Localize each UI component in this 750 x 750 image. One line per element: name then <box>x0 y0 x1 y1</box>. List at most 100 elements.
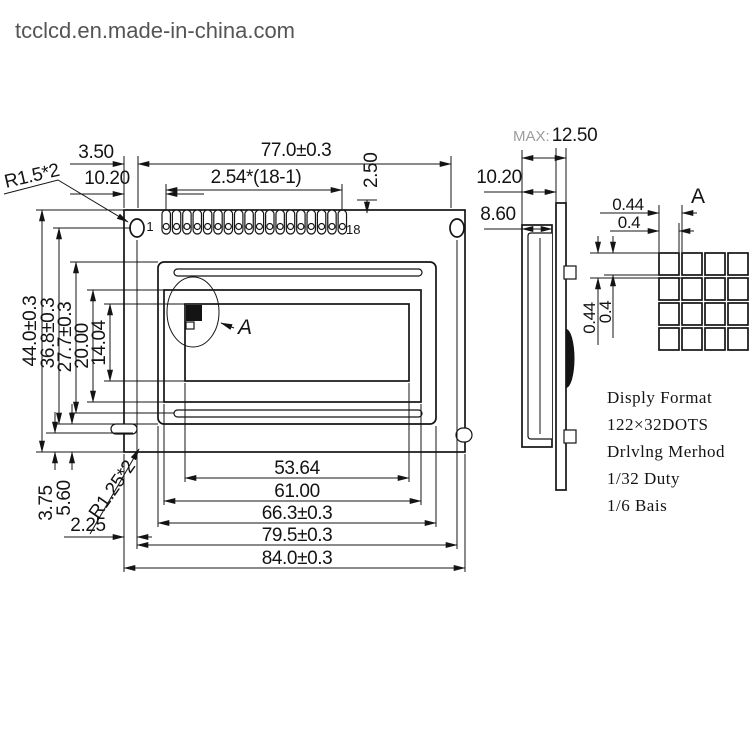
detail-callout-circle <box>166 276 220 348</box>
dim-notch-375: 3.75 <box>36 485 57 520</box>
dimension-line <box>36 209 185 453</box>
pin-hole <box>318 222 326 231</box>
active-area <box>184 303 410 382</box>
pin-pad <box>285 209 296 235</box>
pin-hole <box>162 222 170 231</box>
pin-hole <box>193 222 201 231</box>
detail-pixel-black <box>186 305 202 321</box>
dim-width-61: 61.00 <box>274 481 320 502</box>
dim-dot-pitch-v: 0.44 <box>580 302 599 334</box>
mounting-hole-right <box>449 218 465 238</box>
pin-pad <box>223 209 234 235</box>
pin-hole <box>307 222 315 231</box>
pixel-dot <box>658 327 680 351</box>
pixel-dot <box>727 277 749 301</box>
pin-header-pads <box>161 209 348 235</box>
pin-pad <box>233 209 244 235</box>
dim-hole-radius: R1.5*2 <box>2 160 61 193</box>
dim-hole-edge-225: 2.25 <box>70 515 105 536</box>
pixel-dot <box>681 277 703 301</box>
pixel-dot-grid <box>658 252 749 351</box>
dim-width-84: 84.0±0.3 <box>262 548 333 569</box>
dim-width-5364: 53.64 <box>274 458 320 479</box>
dim-height-20: 20.00 <box>72 323 93 369</box>
pin-number-first: 1 <box>146 219 153 234</box>
pin-hole <box>224 222 232 231</box>
pin-hole <box>276 222 284 231</box>
dim-width-795: 79.5±0.3 <box>262 525 333 546</box>
pixel-dot <box>704 277 726 301</box>
detail-ref-arrow <box>220 322 235 330</box>
pixel-dot <box>704 327 726 351</box>
pin-pad <box>316 209 327 235</box>
pin-hole <box>235 222 243 231</box>
pin-pad <box>244 209 254 235</box>
detail-view-a: A 0.44 0.4 0.44 0.4 <box>580 185 749 351</box>
pin-pad <box>202 209 213 235</box>
pin-pad <box>327 209 337 235</box>
dim-height-277: 27.7±0.3 <box>55 302 76 373</box>
side-cob-blob <box>566 329 575 388</box>
dim-pin-offset: 10.20 <box>84 168 130 189</box>
dimension-line <box>123 240 466 572</box>
dim-notch-radius: R1.25*2 <box>85 457 140 523</box>
dim-pin-pitch: 2.54*(18-1) <box>211 167 302 188</box>
pin-pad <box>296 209 306 235</box>
pin-hole <box>245 222 253 231</box>
side-tab-top <box>563 265 577 280</box>
dim-max-thickness: MAX:12.50 <box>513 125 597 146</box>
spec-line-5: 1/6 Bais <box>607 496 667 515</box>
side-view <box>521 202 577 491</box>
pin-pad <box>306 209 317 235</box>
dim-width-663: 66.3±0.3 <box>262 503 333 524</box>
pixel-dot <box>658 252 680 276</box>
pixel-dot <box>681 252 703 276</box>
pixel-dot <box>727 327 749 351</box>
dim-side-860: 8.60 <box>480 204 515 225</box>
side-dimensions: MAX:12.50 10.20 8.60 <box>476 125 598 232</box>
pixel-dot <box>681 327 703 351</box>
bezel-slot-top <box>173 268 423 277</box>
detail-pixel-outline <box>185 321 195 330</box>
pixel-dot <box>658 302 680 326</box>
dim-top-width: 77.0±0.3 <box>261 140 332 161</box>
side-pcb <box>555 202 567 491</box>
pixel-dot <box>727 302 749 326</box>
dimension-line <box>357 199 377 213</box>
pin-hole <box>255 222 264 231</box>
dim-pad-length: 2.50 <box>361 153 382 188</box>
watermark-text: tcclcd.en.made-in-china.com <box>15 18 295 43</box>
mounting-hole-left <box>129 218 145 238</box>
pin-pad <box>182 209 192 235</box>
dimension-line <box>123 156 452 211</box>
pin-hole <box>338 222 346 231</box>
side-tab-bottom <box>563 429 577 444</box>
dim-side-1020: 10.20 <box>476 167 522 188</box>
spec-line-2: 122×32DOTS <box>607 415 708 434</box>
dim-height-44: 44.0±0.3 <box>20 296 41 367</box>
dim-edge-offset: 3.50 <box>78 142 113 163</box>
pin-hole <box>297 222 305 231</box>
pixel-dot <box>658 277 680 301</box>
pin-pad <box>254 209 265 235</box>
dimension-line <box>3 179 129 223</box>
pin-hole <box>214 222 222 231</box>
pin-hole <box>266 222 274 231</box>
pin-pad <box>265 209 275 235</box>
dimension-line <box>658 205 683 252</box>
spec-line-4: 1/32 Duty <box>607 469 680 488</box>
pin-pad <box>171 209 182 235</box>
dim-dot-width: 0.4 <box>618 213 640 232</box>
pin-hole <box>204 222 212 231</box>
front-view: 1 18 A <box>110 209 473 453</box>
pixel-dot <box>704 302 726 326</box>
pixel-dot <box>681 302 703 326</box>
pin-hole <box>328 222 336 231</box>
spec-line-1: Disply Format <box>607 388 712 407</box>
pin-hole <box>286 222 295 231</box>
detail-ref-label: A <box>236 316 252 339</box>
dim-height-1404: 14.04 <box>89 319 110 365</box>
dim-dot-pitch-h: 0.44 <box>612 195 644 214</box>
pin-hole <box>183 222 191 231</box>
